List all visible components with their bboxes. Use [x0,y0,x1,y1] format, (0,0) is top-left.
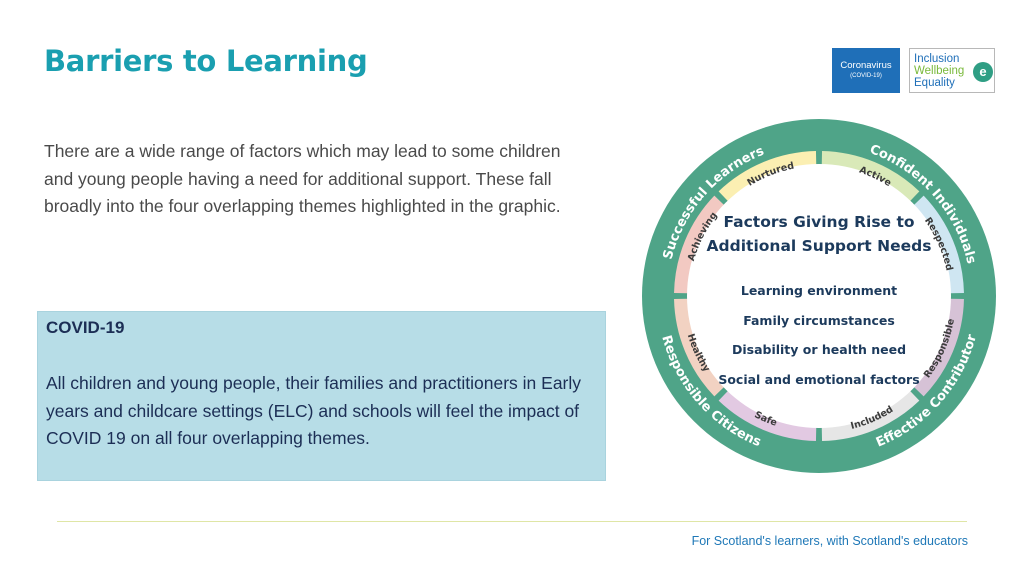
additional-support-needs-wheel: Successful Learners Confident Individual… [642,119,996,473]
logo-word-wellbeing: Wellbeing [914,65,965,77]
footer-tagline: For Scotland's learners, with Scotland's… [691,534,968,548]
logo-word-equality: Equality [914,77,955,89]
wheel-title-line-2: Additional Support Needs [707,237,932,255]
coronavirus-logo[interactable]: Coronavirus (COVID-19) [832,48,900,93]
page-title: Barriers to Learning [44,44,368,78]
factor-learning-environment: Learning environment [741,283,897,298]
factor-disability-or-health-need: Disability or health need [732,342,906,357]
footer-divider [57,521,967,522]
factor-family-circumstances: Family circumstances [743,313,895,328]
inclusion-wellbeing-equality-logo[interactable]: Inclusion Wellbeing Equality e [909,48,995,93]
intro-paragraph: There are a wide range of factors which … [44,141,561,216]
covid-callout-body: All children and young people, their fam… [46,373,582,448]
coronavirus-logo-subtext: (COVID-19) [850,73,882,79]
covid-19-callout: COVID-19 All children and young people, … [37,311,606,481]
inner-disc [687,164,951,428]
wheel-title-line-1: Factors Giving Rise to [723,213,914,231]
factor-social-and-emotional: Social and emotional factors [718,372,919,387]
e-badge-icon: e [973,62,993,82]
logo-word-inclusion: Inclusion [914,53,960,65]
coronavirus-logo-text: Coronavirus [840,60,892,71]
covid-callout-heading: COVID-19 [46,318,125,337]
